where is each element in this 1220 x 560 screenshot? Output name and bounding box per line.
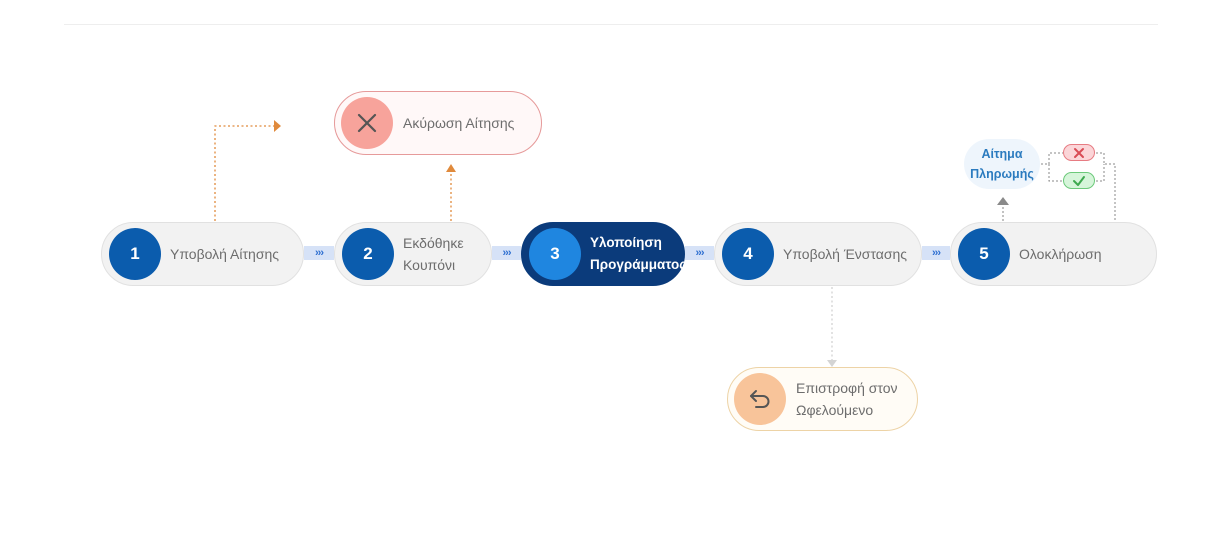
step1-branch-connector bbox=[214, 120, 281, 221]
step-label: Υποβολή Αίτησης bbox=[170, 246, 279, 262]
payment-request-label-line1: Αίτημα bbox=[981, 147, 1023, 161]
step-arrow: ››› bbox=[492, 246, 521, 260]
step-label: Υλοποίηση Προγράμματος bbox=[590, 235, 684, 272]
step-4-submit-objection[interactable]: 4 Υποβολή Ένστασης bbox=[714, 222, 922, 286]
close-icon bbox=[1074, 147, 1084, 158]
cancel-application-node: Ακύρωση Αίτησης bbox=[334, 91, 542, 155]
undo-icon bbox=[734, 373, 786, 425]
payment-approved-badge bbox=[1063, 172, 1095, 189]
return-to-beneficiary-node: Επιστροφή στον Ωφελούμενο bbox=[727, 367, 918, 431]
return-to-beneficiary-label: Επιστροφή στον Ωφελούμενο bbox=[796, 380, 898, 418]
cancel-application-label: Ακύρωση Αίτησης bbox=[403, 115, 515, 131]
step-arrow: ››› bbox=[685, 246, 714, 260]
step-label: Εκδόθηκε Κουπόνι bbox=[403, 235, 464, 273]
step-label: Ολοκλήρωση bbox=[1019, 246, 1102, 262]
payment-rejected-badge bbox=[1063, 144, 1095, 161]
check-icon bbox=[1073, 175, 1085, 186]
step-arrow: ››› bbox=[922, 246, 950, 260]
close-icon bbox=[341, 97, 393, 149]
top-divider bbox=[64, 24, 1158, 25]
cancel-connector bbox=[446, 164, 456, 221]
step-number: 2 bbox=[342, 228, 394, 280]
step-number: 3 bbox=[529, 228, 581, 280]
return-connector bbox=[827, 287, 837, 367]
step-5-completion[interactable]: 5 Ολοκλήρωση bbox=[950, 222, 1157, 286]
step-1-submit-application[interactable]: 1 Υποβολή Αίτησης bbox=[101, 222, 304, 286]
payment-request-label-line2: Πληρωμής bbox=[970, 167, 1034, 181]
payment-request-node: Αίτημα Πληρωμής bbox=[964, 139, 1040, 189]
step-2-coupon-issued[interactable]: 2 Εκδόθηκε Κουπόνι bbox=[334, 222, 492, 286]
step-arrow: ››› bbox=[304, 246, 334, 260]
step-3-program-implementation[interactable]: 3 Υλοποίηση Προγράμματος bbox=[521, 222, 685, 286]
step-number: 4 bbox=[722, 228, 774, 280]
step-number: 1 bbox=[109, 228, 161, 280]
step-label: Υποβολή Ένστασης bbox=[783, 246, 908, 262]
payment-connector bbox=[997, 197, 1009, 221]
step-number: 5 bbox=[958, 228, 1010, 280]
